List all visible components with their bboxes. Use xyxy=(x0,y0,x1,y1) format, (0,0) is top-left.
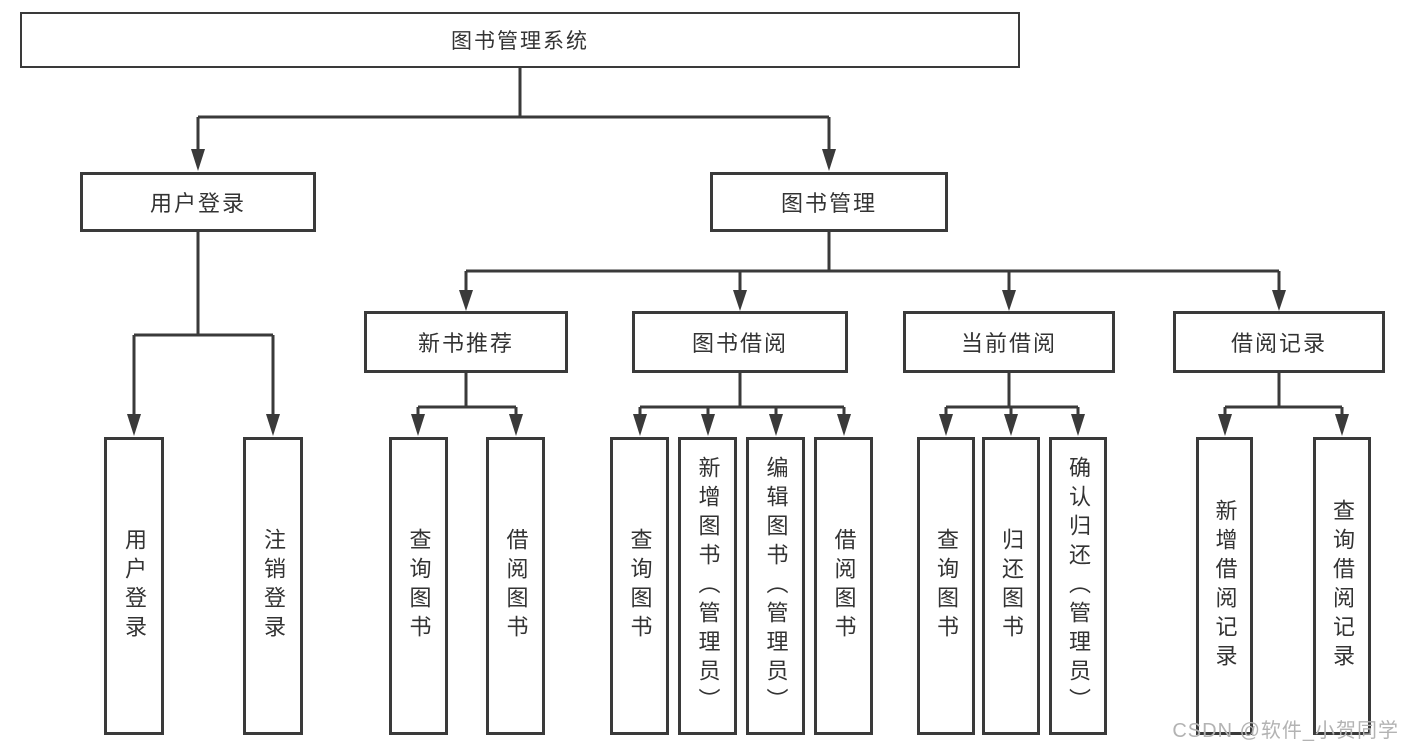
node-label: 查询图书 xyxy=(627,528,653,644)
node-label: 借阅图书 xyxy=(503,528,529,644)
node-add-borrow-record: 新增借阅记录 xyxy=(1196,437,1253,735)
node-current-query-book: 查询图书 xyxy=(917,437,975,735)
node-root-system: 图书管理系统 xyxy=(20,12,1020,68)
node-confirm-return-admin: 确认归还（管理员） xyxy=(1049,437,1107,735)
connector-current-to-children xyxy=(939,373,1085,436)
node-borrowing-records: 借阅记录 xyxy=(1173,311,1385,373)
connector-login-to-children xyxy=(127,232,280,436)
node-logout: 注销登录 xyxy=(243,437,303,735)
connector-mgmt-to-children xyxy=(459,232,1286,311)
node-label: 借阅记录 xyxy=(1230,331,1327,356)
node-label: 借阅图书 xyxy=(831,528,857,644)
node-label: 归还图书 xyxy=(999,528,1024,644)
node-return-book: 归还图书 xyxy=(982,437,1040,735)
node-label: 用户登录 xyxy=(149,191,246,216)
node-recommend-borrow-book: 借阅图书 xyxy=(486,437,545,735)
connector-root-to-branches xyxy=(191,68,836,171)
node-edit-book-admin: 编辑图书（管理员） xyxy=(746,437,805,735)
node-user-login-branch: 用户登录 xyxy=(80,172,316,232)
node-label: 新书推荐 xyxy=(417,331,514,356)
node-book-borrowing: 图书借阅 xyxy=(632,311,848,373)
connector-borrow-to-children xyxy=(633,373,851,436)
node-query-borrow-record: 查询借阅记录 xyxy=(1313,437,1371,735)
node-label: 新增图书（管理员） xyxy=(695,455,721,717)
node-label: 当前借阅 xyxy=(960,331,1057,356)
node-borrow-query-book: 查询图书 xyxy=(610,437,669,735)
node-current-borrowing: 当前借阅 xyxy=(903,311,1115,373)
node-new-book-recommendation: 新书推荐 xyxy=(364,311,568,373)
node-label: 查询借阅记录 xyxy=(1330,499,1355,673)
node-label: 新增借阅记录 xyxy=(1212,499,1238,673)
node-label: 编辑图书（管理员） xyxy=(763,455,789,717)
node-label: 用户登录 xyxy=(122,528,147,644)
node-add-book-admin: 新增图书（管理员） xyxy=(678,437,737,735)
node-label: 查询图书 xyxy=(934,528,959,644)
node-label: 查询图书 xyxy=(406,528,432,644)
connector-records-to-children xyxy=(1218,373,1349,436)
node-label: 注销登录 xyxy=(261,528,286,644)
node-book-management-branch: 图书管理 xyxy=(710,172,948,232)
connector-recommend-to-children xyxy=(411,373,523,436)
node-label: 图书管理系统 xyxy=(451,30,589,53)
watermark: CSDN @软件_小贺同学 xyxy=(1172,720,1399,742)
node-user-login: 用户登录 xyxy=(104,437,164,735)
node-label: 图书管理 xyxy=(780,191,877,216)
node-borrow-book: 借阅图书 xyxy=(814,437,873,735)
node-label: 确认归还（管理员） xyxy=(1066,455,1091,717)
node-label: 图书借阅 xyxy=(691,331,788,356)
node-recommend-query-book: 查询图书 xyxy=(389,437,448,735)
